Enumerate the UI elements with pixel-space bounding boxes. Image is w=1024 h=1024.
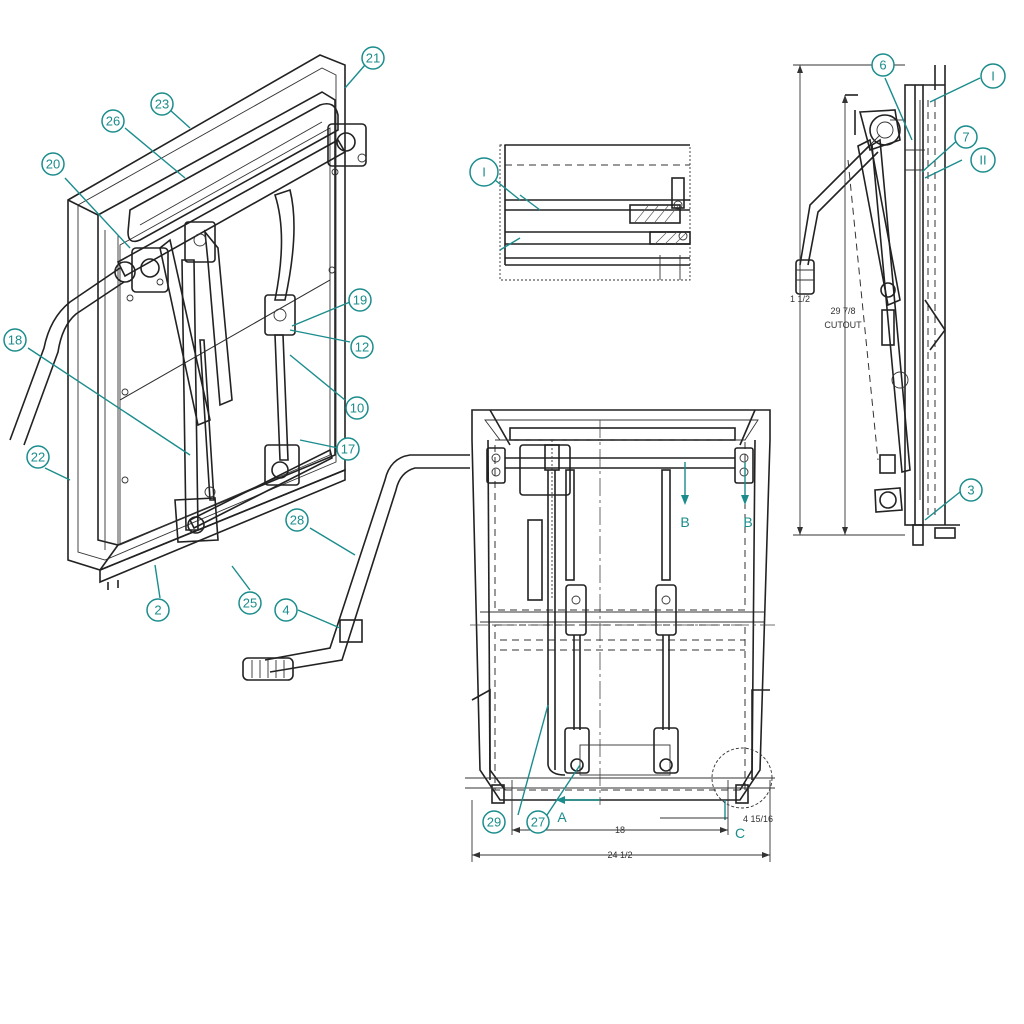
lower-panel: [119, 279, 331, 546]
right-bearing-block: [327, 123, 367, 167]
callout-21: 21: [361, 46, 385, 70]
svg-text:II: II: [979, 153, 986, 168]
callout-27: 27: [526, 810, 550, 834]
section-label-c: C: [735, 825, 745, 841]
svg-text:2: 2: [154, 603, 161, 618]
svg-text:25: 25: [243, 596, 257, 611]
dim-cutout-label: CUTOUT: [824, 320, 862, 330]
callout-1-side: I: [980, 63, 1006, 89]
left-link-rod: [181, 259, 199, 531]
top-roller-cover: [127, 102, 339, 243]
callout-18: 18: [3, 328, 27, 352]
section-label-a: A: [557, 809, 567, 825]
callout-4: 4: [274, 598, 298, 622]
frame-face: [97, 91, 336, 546]
svg-text:4: 4: [282, 603, 289, 618]
svg-text:6: 6: [879, 58, 886, 73]
callout-28: 28: [285, 508, 309, 532]
svg-text:10: 10: [350, 401, 364, 416]
dim-width-inner: 18: [615, 825, 625, 835]
callout-25: 25: [238, 591, 262, 615]
svg-text:29: 29: [487, 815, 501, 830]
dim-height-total: 1 1/2: [790, 294, 810, 304]
top-shaft: [116, 138, 347, 278]
section-label-b-right: B: [743, 514, 752, 530]
callout-10: 10: [345, 396, 369, 420]
callout-23: 23: [150, 92, 174, 116]
side-view: [793, 64, 981, 546]
front-view: [465, 409, 775, 862]
detail-view: [494, 144, 691, 281]
crank-arm-left: [9, 267, 121, 441]
svg-text:22: 22: [31, 450, 45, 465]
dim-width-total: 24 1/2: [607, 850, 632, 860]
right-clevis: [264, 444, 300, 486]
dim-cutout: 29 7/8: [830, 306, 855, 316]
left-clevis: [174, 497, 219, 543]
svg-text:26: 26: [106, 114, 120, 129]
left-bearing-block: [131, 247, 169, 293]
callout-17: 17: [336, 437, 360, 461]
frame-inner-lip: [77, 67, 337, 561]
section-label-b-left: B: [680, 514, 689, 530]
svg-text:I: I: [991, 69, 995, 84]
callout-11: II: [970, 147, 996, 173]
callout-22: 22: [26, 445, 50, 469]
leaders-isometric: [27, 64, 366, 629]
lever-arm: [159, 238, 211, 427]
svg-text:7: 7: [962, 130, 969, 145]
callout-2: 2: [146, 598, 170, 622]
callout-3: 3: [959, 478, 983, 502]
svg-text:20: 20: [46, 157, 60, 172]
handle-grip: [242, 657, 294, 681]
callout-6: 6: [871, 53, 895, 77]
front-left-bearing: [486, 447, 506, 484]
svg-text:27: 27: [531, 815, 545, 830]
callout-12: 12: [350, 335, 374, 359]
frame-bottom-rail: [99, 468, 346, 584]
front-frame-outer: [471, 409, 771, 801]
svg-text:21: 21: [366, 51, 380, 66]
svg-text:17: 17: [341, 442, 355, 457]
right-strut: [273, 188, 295, 301]
svg-text:3: 3: [967, 483, 974, 498]
bottom-crossbar: [188, 448, 333, 530]
svg-text:28: 28: [290, 513, 304, 528]
side-handle-grip: [795, 259, 815, 295]
side-crank-arm: [799, 144, 871, 266]
svg-text:23: 23: [155, 97, 169, 112]
callout-19: 19: [348, 288, 372, 312]
isometric-view: [9, 54, 470, 681]
callout-20: 20: [41, 152, 65, 176]
front-right-bearing: [734, 447, 754, 484]
svg-text:19: 19: [353, 293, 367, 308]
crank-handle: [264, 454, 470, 661]
callout-1-detail: I: [469, 157, 499, 187]
callout-29: 29: [482, 810, 506, 834]
right-link-rod: [274, 334, 289, 461]
upper-panel: [119, 127, 331, 401]
handle-block: [339, 619, 363, 643]
callout-7: 7: [954, 125, 978, 149]
svg-text:I: I: [482, 165, 486, 180]
callout-26: 26: [101, 109, 125, 133]
svg-text:12: 12: [355, 340, 369, 355]
svg-text:18: 18: [8, 333, 22, 348]
dim-offset-right: 4 15/16: [743, 814, 773, 824]
